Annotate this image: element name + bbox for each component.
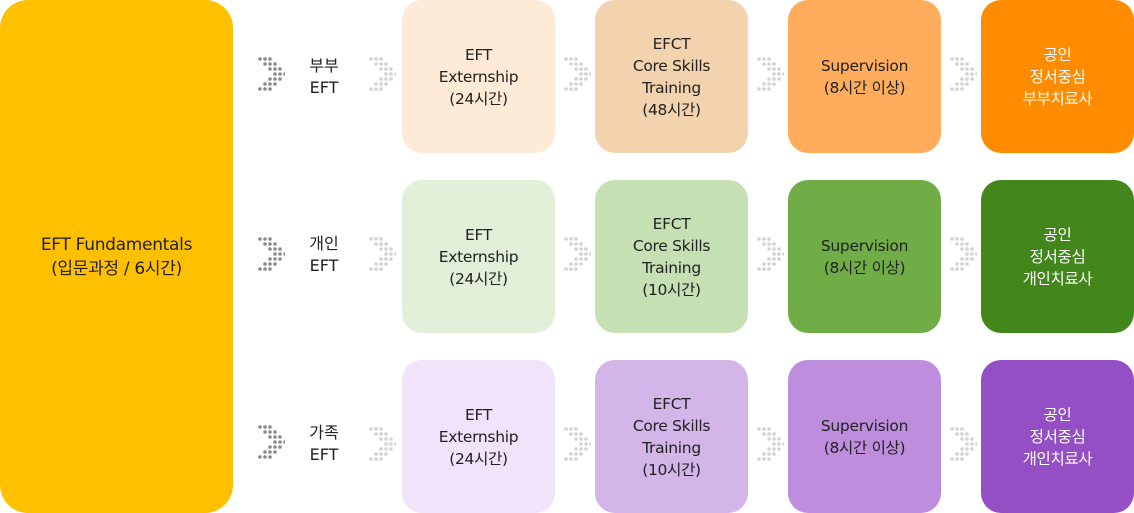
chevron-right-icon <box>949 235 977 275</box>
track-label-individual: 개인 EFT <box>309 234 339 275</box>
supervision-box-family: Supervision (8시간 이상) <box>788 360 941 513</box>
chevron-right-icon <box>563 425 591 465</box>
certificate-box-couple: 공인 정서중심 부부치료사 <box>981 0 1134 153</box>
chevron-right-icon <box>756 55 784 95</box>
externship-box-individual: EFT Externship (24시간) <box>402 180 555 333</box>
chevron-right-icon <box>756 425 784 465</box>
core-skills-box-individual: EFCT Core Skills Training (10시간) <box>595 180 748 333</box>
chevron-right-icon <box>368 425 396 465</box>
chevron-right-icon <box>257 55 285 95</box>
chevron-right-icon <box>563 235 591 275</box>
chevron-right-icon <box>949 55 977 95</box>
externship-box-couple: EFT Externship (24시간) <box>402 0 555 153</box>
fundamentals-box: EFT Fundamentals (입문과정 / 6시간) <box>0 0 233 513</box>
core-skills-box-family: EFCT Core Skills Training (10시간) <box>595 360 748 513</box>
track-label-couple: 부부 EFT <box>309 56 339 97</box>
chevron-right-icon <box>257 423 285 463</box>
chevron-right-icon <box>368 235 396 275</box>
chevron-right-icon <box>949 425 977 465</box>
core-skills-box-couple: EFCT Core Skills Training (48시간) <box>595 0 748 153</box>
certificate-box-individual: 공인 정서중심 개인치료사 <box>981 180 1134 333</box>
certificate-box-family: 공인 정서중심 개인치료사 <box>981 360 1134 513</box>
chevron-right-icon <box>756 235 784 275</box>
chevron-right-icon <box>257 235 285 275</box>
supervision-box-individual: Supervision (8시간 이상) <box>788 180 941 333</box>
track-label-family: 가족 EFT <box>309 423 339 464</box>
chevron-right-icon <box>368 55 396 95</box>
supervision-box-couple: Supervision (8시간 이상) <box>788 0 941 153</box>
externship-box-family: EFT Externship (24시간) <box>402 360 555 513</box>
chevron-right-icon <box>563 55 591 95</box>
